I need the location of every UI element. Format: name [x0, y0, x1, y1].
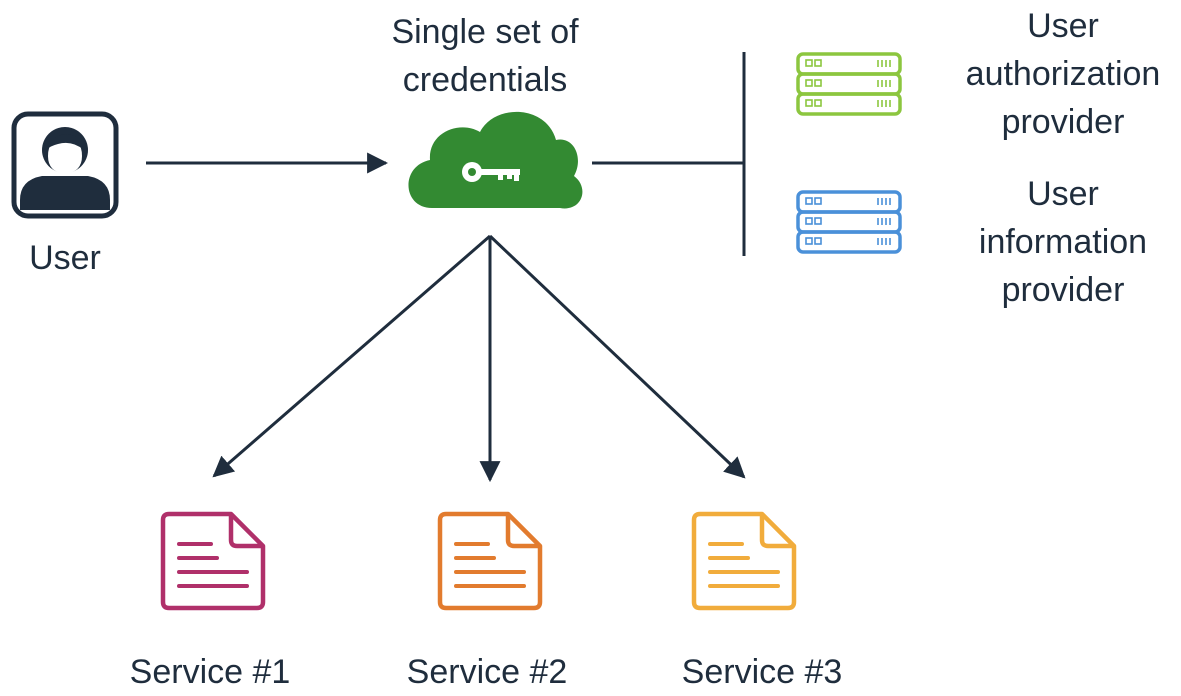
auth-provider-server-icon [796, 52, 902, 116]
credentials-to-service-3-arrow [488, 234, 746, 479]
info-provider-server-icon [796, 190, 902, 254]
key-icon [462, 162, 520, 182]
service-3-label: Service #3 [681, 653, 843, 691]
service-2-label: Service #2 [406, 653, 568, 691]
service-1-document-icon [163, 514, 263, 608]
credentials-to-service-1-arrow [212, 234, 491, 478]
user-avatar-icon [11, 111, 119, 219]
auth-provider-label: User authorization provider [965, 7, 1161, 141]
credentials-label: Single set of credentials [391, 13, 579, 99]
service-2-document-icon [440, 514, 540, 608]
info-provider-label: User information provider [978, 175, 1148, 309]
cloud-key-icon [408, 111, 583, 209]
user-label: User [29, 239, 101, 277]
service-3-document-icon [694, 514, 794, 608]
service-1-label: Service #1 [129, 653, 291, 691]
